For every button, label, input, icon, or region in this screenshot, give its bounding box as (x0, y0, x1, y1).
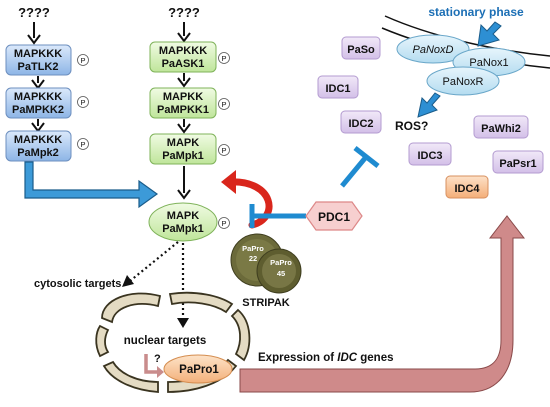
papro45-l1: PaPro (270, 258, 292, 267)
svg-text:P: P (221, 54, 226, 63)
svg-text:PaWhi2: PaWhi2 (481, 123, 521, 135)
expression-label: Expression of IDC genes (258, 352, 394, 364)
phospho-badge: P (77, 138, 89, 150)
node-paask1: MAPKKK PaASK1 (149, 41, 217, 73)
svg-text:P: P (80, 98, 85, 107)
node-paask1-l1: MAPKKK (159, 45, 207, 57)
box-papsr1: PaPsr1 (492, 150, 544, 174)
box-pawhi2: PaWhi2 (473, 115, 529, 139)
node-pampkk1: MAPKK PaMPKK1 (149, 87, 217, 119)
svg-text:IDC4: IDC4 (454, 183, 480, 195)
svg-text:PDC1: PDC1 (318, 210, 350, 224)
node-pampkk1-l2: PaMPKK1 (157, 104, 209, 116)
node-pampk1-center-l2: PaMpk1 (162, 223, 204, 235)
cytosolic-targets-label: cytosolic targets (34, 278, 121, 290)
inhibition-bar-ros (353, 146, 380, 168)
box-paso: PaSo (341, 36, 381, 60)
svg-text:P: P (80, 56, 85, 65)
papro22-l1: PaPro (242, 244, 264, 253)
box-idc3: IDC3 (408, 142, 452, 166)
stripak-label: STRIPAK (242, 297, 290, 309)
node-pampk1-top: MAPK PaMpk1 (149, 133, 217, 165)
node-papro1: PaPro1 (163, 354, 233, 384)
node-pampkk2-l1: MAPKKK (14, 91, 62, 103)
mid-top-label: ???? (168, 5, 200, 20)
node-pampk2-l1: MAPKKK (14, 134, 62, 146)
box-idc1: IDC1 (317, 75, 359, 99)
ros-label: ROS? (395, 119, 428, 133)
phospho-badge: P (218, 52, 230, 64)
inhibition-line-ros (340, 155, 368, 188)
phospho-badge: P (218, 144, 230, 156)
svg-text:P: P (80, 140, 85, 149)
node-panoxd: PaNoxD (396, 34, 470, 64)
red-curved-arrow (226, 178, 273, 229)
papro45-l2: 45 (277, 269, 285, 278)
svg-text:IDC1: IDC1 (325, 83, 350, 95)
node-pampkk2: MAPKKK PaMPKK2 (5, 87, 72, 119)
node-pampk2: MAPKKK PaMpk2 (5, 130, 72, 162)
node-paask1-l2: PaASK1 (162, 58, 205, 70)
red-arrowhead (221, 170, 236, 194)
blue-elbow-arrow (24, 161, 159, 209)
question-mark: ? (154, 353, 161, 365)
box-idc4: IDC4 (445, 175, 489, 199)
arrowhead-left-top (27, 34, 41, 45)
node-patlk2: MAPKKK PaTLK2 (5, 44, 72, 76)
node-pampkk2-l2: PaMPKK2 (12, 104, 64, 116)
svg-text:IDC2: IDC2 (348, 118, 373, 130)
blue-arrow-stationary (477, 21, 502, 47)
nuclear-targets-label: nuclear targets (124, 335, 206, 347)
pink-small-arrow (144, 354, 158, 374)
svg-text:PaPsr1: PaPsr1 (499, 158, 536, 170)
phospho-badge: P (77, 54, 89, 66)
node-pampk1-top-l2: PaMpk1 (162, 150, 204, 162)
box-idc2: IDC2 (340, 110, 382, 134)
node-patlk2-l2: PaTLK2 (18, 61, 59, 73)
svg-text:PaPro1: PaPro1 (179, 364, 219, 376)
big-pink-arrow (239, 215, 526, 393)
svg-text:P: P (221, 146, 226, 155)
node-patlk2-l1: MAPKKK (14, 48, 62, 60)
svg-text:PaNoxD: PaNoxD (413, 44, 454, 56)
node-pampk2-l2: PaMpk2 (17, 147, 59, 159)
node-panoxr: PaNoxR (426, 66, 500, 96)
left-top-label: ???? (18, 5, 50, 20)
svg-text:P: P (221, 100, 226, 109)
papro22-l2: 22 (249, 254, 257, 263)
svg-text:IDC3: IDC3 (417, 150, 442, 162)
node-pdc1: PDC1 (305, 201, 363, 231)
svg-text:PaNox1: PaNox1 (469, 57, 508, 69)
node-pampkk1-l1: MAPKK (163, 91, 203, 103)
phospho-badge: P (218, 217, 230, 229)
node-pampk1-center-l1: MAPK (167, 210, 199, 222)
svg-text:P: P (221, 219, 226, 228)
node-pampk1-top-l1: MAPK (167, 137, 199, 149)
dotted-arrow-cytosolic (129, 241, 179, 282)
node-pampk1-center: MAPK PaMpk1 (148, 202, 218, 242)
blue-arrow-nox-ros (417, 92, 441, 118)
svg-text:PaSo: PaSo (347, 44, 375, 56)
phospho-badge: P (77, 96, 89, 108)
stationary-phase-label: stationary phase (428, 5, 524, 19)
stripak-complex: PaPro 22 PaPro 45 (230, 233, 302, 294)
svg-text:PaNoxR: PaNoxR (443, 76, 484, 88)
phospho-badge: P (218, 98, 230, 110)
